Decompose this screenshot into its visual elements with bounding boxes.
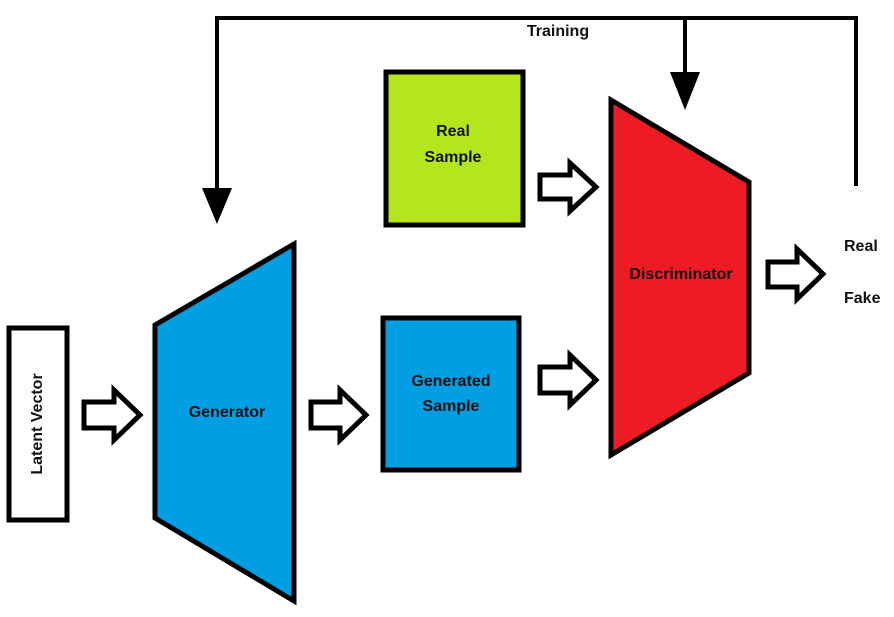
training-label: Training — [527, 23, 589, 40]
training-feedback-loop: Training — [202, 16, 858, 224]
training-arrowhead-discriminator — [670, 72, 700, 110]
real-sample-box — [383, 69, 526, 228]
latent-vector-label: Latent Vector — [29, 373, 46, 474]
output-real-label: Real — [844, 238, 878, 255]
arrow-real-sample-to-discriminator — [537, 157, 600, 217]
generator-label: Generator — [189, 404, 265, 421]
arrow-discriminator-to-output — [765, 243, 827, 305]
discriminator-shape — [608, 95, 752, 460]
arrow-latent-to-generator — [81, 384, 144, 446]
real-sample-label-line2: Sample — [425, 149, 482, 166]
training-loop-line — [215, 16, 858, 190]
discriminator-block: Discriminator — [608, 95, 752, 460]
real-sample-label-line1: Real — [436, 123, 470, 140]
generated-sample-box — [380, 315, 522, 473]
generated-sample-label-line2: Sample — [423, 398, 480, 415]
generated-sample-label-line1: Generated — [411, 373, 490, 390]
generator-shape — [152, 239, 297, 606]
real-sample-block: Real Sample — [383, 69, 526, 228]
arrow-generated-sample-to-discriminator — [537, 349, 600, 411]
arrow-generator-to-generated-sample — [308, 384, 370, 446]
latent-vector-box — [6, 325, 70, 523]
generator-block: Generator — [152, 239, 297, 606]
discriminator-label: Discriminator — [629, 266, 732, 283]
generated-sample-block: Generated Sample — [380, 315, 522, 473]
training-arrowhead-generator — [202, 188, 232, 224]
latent-vector-block: Latent Vector — [6, 325, 70, 523]
output-fake-label: Fake — [844, 290, 881, 307]
